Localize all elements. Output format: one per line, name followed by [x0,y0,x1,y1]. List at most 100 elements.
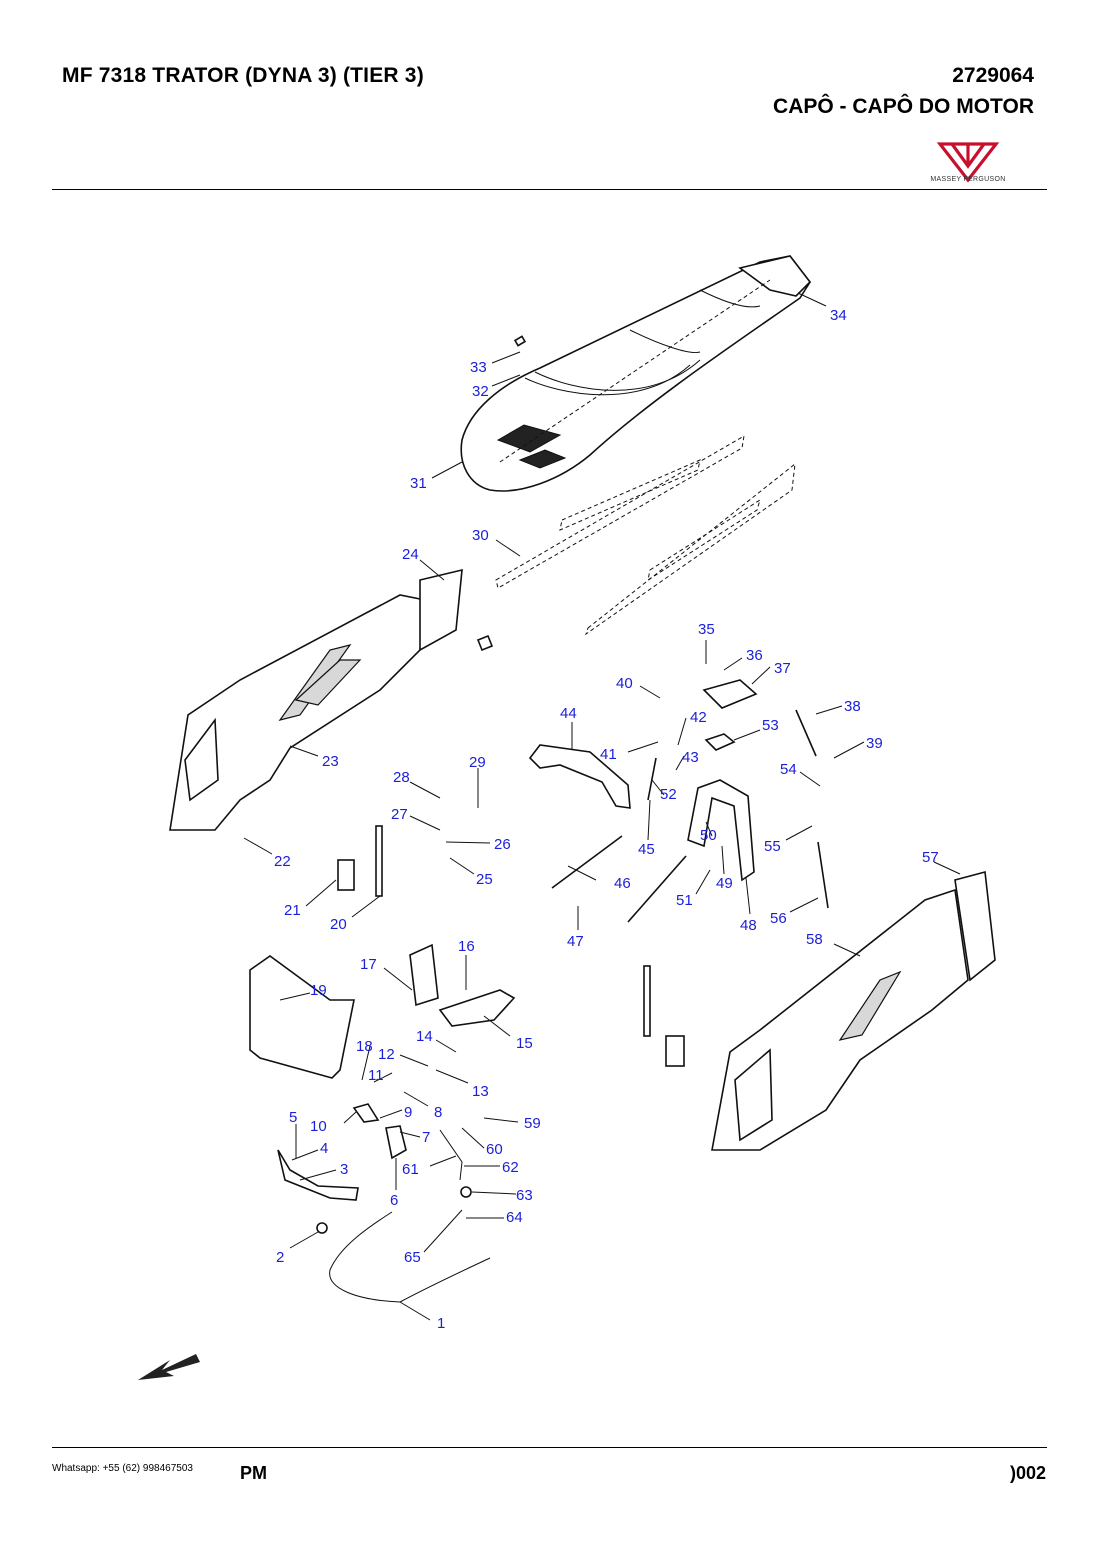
handle [528,744,631,809]
callout-61: 61 [402,1161,419,1178]
callout-45: 45 [638,841,655,858]
leader-lines [243,292,961,1321]
front-cover [249,955,355,1079]
callout-17: 17 [360,956,377,973]
callout-32: 32 [472,383,489,400]
callout-21: 21 [284,902,301,919]
callout-38: 38 [844,698,861,715]
callout-20: 20 [330,916,347,933]
part-code: 2729064 [952,64,1034,87]
gas-strut-51 [627,855,687,923]
callout-27: 27 [391,806,408,823]
callout-44: 44 [560,705,577,722]
callout-22: 22 [274,853,291,870]
callout-65: 65 [404,1249,421,1266]
strip-20 [375,825,383,897]
hinge-plate [702,679,758,709]
callout-18: 18 [356,1038,373,1055]
callout-2: 2 [276,1249,284,1266]
callout-29: 29 [469,754,486,771]
callout-57: 57 [922,849,939,866]
callout-14: 14 [416,1028,433,1045]
callout-56: 56 [770,910,787,927]
callout-47: 47 [567,933,584,950]
callout-58: 58 [806,931,823,948]
callout-25: 25 [476,871,493,888]
callout-55: 55 [764,838,781,855]
lever-10 [352,1103,380,1123]
callout-41: 41 [600,746,617,763]
callout-8: 8 [434,1104,442,1121]
callout-63: 63 [516,1187,533,1204]
hood-decals [495,435,796,636]
right-side-panel [643,870,996,1151]
callout-1: 1 [437,1315,445,1332]
callout-7: 7 [422,1129,430,1146]
callout-6: 6 [390,1192,398,1209]
block-21 [337,859,355,891]
bracket-38 [795,709,817,757]
bumper-3 [277,1149,359,1201]
cable-61 [439,1129,463,1181]
hood-support-bracket [687,779,755,882]
plate-53 [704,733,736,751]
callout-46: 46 [614,875,631,892]
callout-4: 4 [320,1140,328,1157]
callout-51: 51 [676,892,693,909]
callout-37: 37 [774,660,791,677]
callout-53: 53 [762,717,779,734]
seal-1 [329,1211,491,1303]
massey-ferguson-logo-icon [936,142,1000,183]
callout-24: 24 [402,546,419,563]
callout-33: 33 [470,359,487,376]
footer-contact: Whatsapp: +55 (62) 998467503 [52,1463,193,1474]
callout-19: 19 [310,982,327,999]
footer-page-number: )002 [1009,1463,1046,1483]
headlight-brackets [409,943,516,1027]
logo-text: MASSEY FERGUSON [930,176,1006,183]
header-rule [52,189,1047,190]
section-title: CAPÔ - CAPÔ DO MOTOR [773,95,1034,118]
callout-3: 3 [340,1161,348,1178]
callout-48: 48 [740,917,757,934]
callout-50: 50 [700,827,717,844]
callout-42: 42 [690,709,707,726]
callout-52: 52 [660,786,677,803]
callout-10: 10 [310,1118,327,1135]
callout-64: 64 [506,1209,523,1226]
callout-30: 30 [472,527,489,544]
callout-23: 23 [322,753,339,770]
callout-39: 39 [866,735,883,752]
callout-36: 36 [746,647,763,664]
callout-13: 13 [472,1083,489,1100]
spring-52 [647,757,657,801]
callout-9: 9 [404,1104,412,1121]
front-direction-arrow-icon [138,1354,200,1380]
callout-54: 54 [780,761,797,778]
spring-56 [817,841,829,909]
callout-26: 26 [494,836,511,853]
page-title: MF 7318 TRATOR (DYNA 3) (TIER 3) [62,64,424,87]
callout-31: 31 [410,475,427,492]
callout-28: 28 [393,769,410,786]
callout-60: 60 [486,1141,503,1158]
callout-12: 12 [378,1046,395,1063]
fitting-63 [460,1186,472,1198]
callout-62: 62 [502,1159,519,1176]
callout-labels: 1 2 3 4 5 6 7 8 9 10 11 12 13 14 15 16 1… [274,307,939,1332]
nut-2 [316,1222,328,1234]
callout-59: 59 [524,1115,541,1132]
callout-5: 5 [289,1109,297,1126]
rod-46 [551,835,623,889]
callout-11: 11 [368,1067,384,1084]
callout-49: 49 [716,875,733,892]
callout-16: 16 [458,938,475,955]
hood-top-panel [460,255,812,492]
footer-rule [52,1447,1047,1448]
left-side-panel [169,568,494,831]
latch-6 [385,1125,407,1160]
callout-34: 34 [830,307,847,324]
callout-15: 15 [516,1035,533,1052]
footer-pm: PM [240,1463,267,1483]
